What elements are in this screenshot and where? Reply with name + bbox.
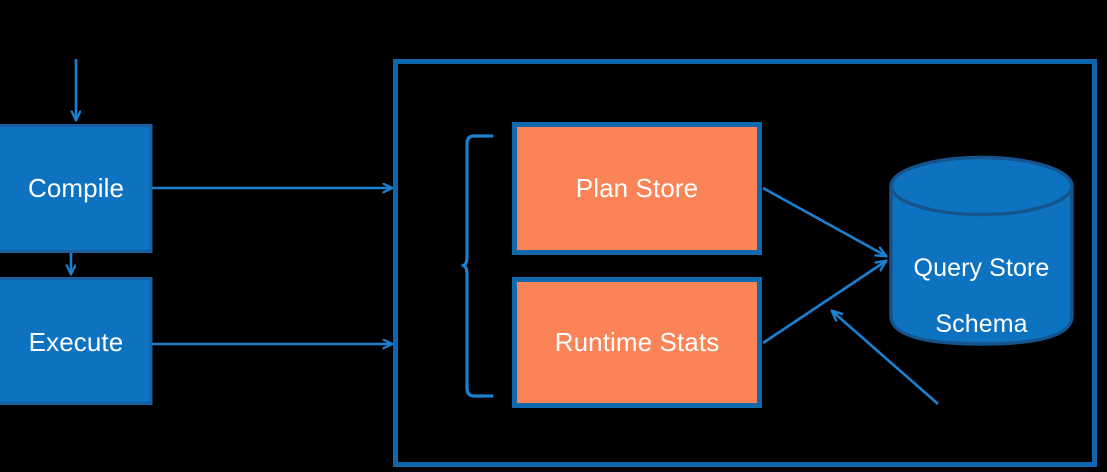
- plan-store-box-shape: [512, 122, 762, 255]
- query-store-schema-cylinder-shape: [889, 155, 1074, 346]
- compile-box-shape: [0, 124, 153, 253]
- plan-store-to-schema-arrow: [762, 186, 886, 256]
- execute-box-shape: [0, 277, 153, 405]
- runtime-stats-box-shape: [512, 277, 762, 408]
- query-store-container-outline: [393, 59, 1097, 467]
- external-to-schema-arrow: [832, 311, 939, 405]
- runtime-stats-to-schema-arrow: [762, 261, 886, 345]
- store-group-brace-shape: [461, 134, 494, 398]
